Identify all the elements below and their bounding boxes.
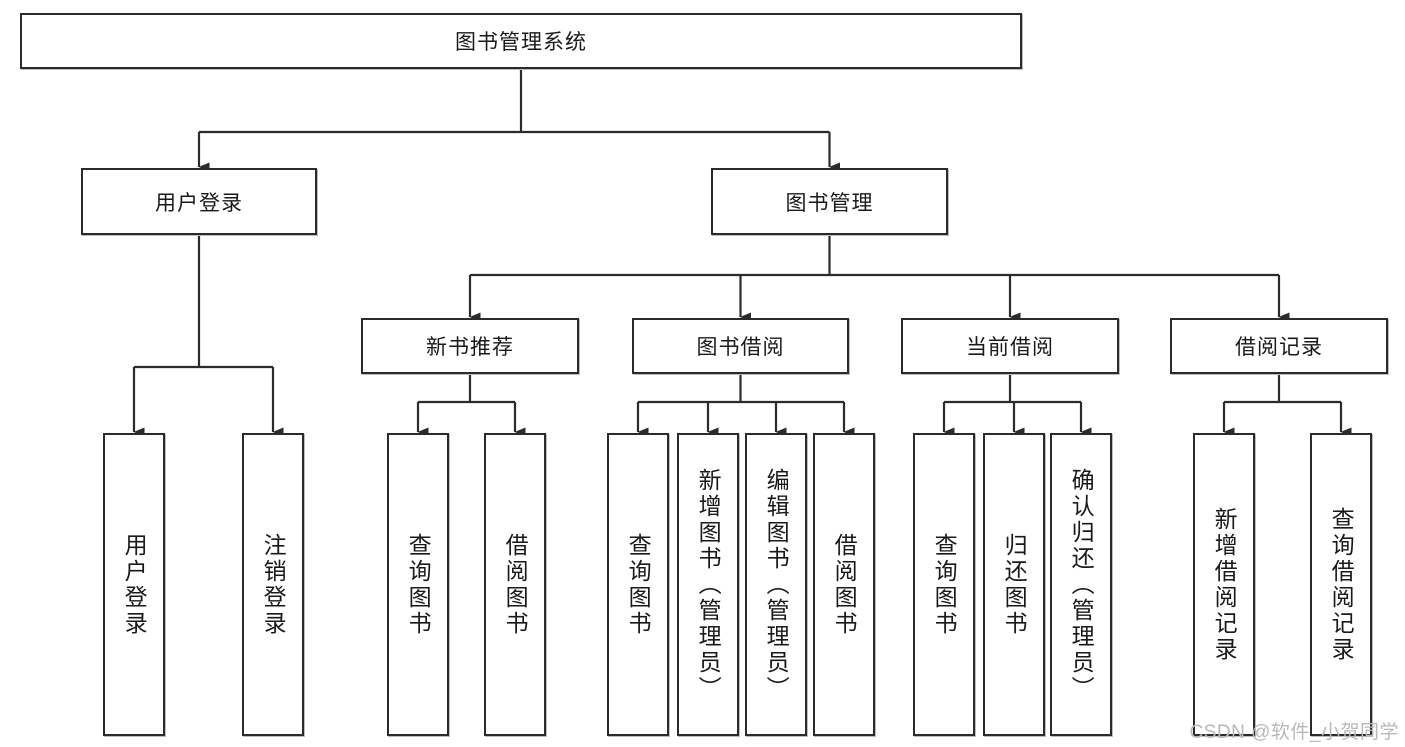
edges [132, 69, 1352, 437]
node-l3_confirm[interactable]: 确认归还（管理员） [1050, 433, 1112, 736]
node-l3_borrowbook1[interactable]: 借阅图书 [484, 433, 546, 736]
node-l3_borrowbook2[interactable]: 借阅图书 [813, 433, 875, 736]
node-label-l3_return: 归还图书 [1001, 532, 1028, 637]
node-l1_login[interactable]: 用户登录 [81, 168, 317, 235]
node-l3_logout[interactable]: 注销登录 [242, 433, 304, 736]
node-label-root: 图书管理系统 [455, 31, 587, 54]
node-label-l3_editbook: 编辑图书（管理员） [763, 467, 790, 702]
node-root[interactable]: 图书管理系统 [20, 13, 1022, 69]
node-l3_addbook[interactable]: 新增图书（管理员） [677, 433, 739, 736]
node-label-l2_current: 当前借阅 [966, 336, 1054, 359]
node-label-l3_addrecord: 新增借阅记录 [1211, 506, 1238, 663]
node-label-l3_query2: 查询图书 [625, 532, 652, 637]
node-l3_userlogin[interactable]: 用户登录 [103, 433, 165, 736]
node-l3_queryrecord[interactable]: 查询借阅记录 [1310, 433, 1372, 736]
node-label-l3_queryrecord: 查询借阅记录 [1328, 506, 1355, 663]
node-label-l2_newrec: 新书推荐 [426, 336, 514, 359]
node-l3_editbook[interactable]: 编辑图书（管理员） [745, 433, 807, 736]
node-label-l1_books: 图书管理 [785, 191, 874, 215]
node-label-l1_login: 用户登录 [155, 191, 243, 215]
node-label-l3_borrowbook1: 借阅图书 [502, 532, 529, 637]
csdn-watermark: CSDN @软件_小贺同学 [1189, 722, 1399, 743]
node-l3_query3[interactable]: 查询图书 [913, 433, 975, 736]
node-l3_return[interactable]: 归还图书 [983, 433, 1045, 736]
node-l3_query2[interactable]: 查询图书 [607, 433, 669, 736]
node-l2_records[interactable]: 借阅记录 [1170, 318, 1388, 374]
node-l3_query1[interactable]: 查询图书 [387, 433, 449, 736]
node-label-l3_userlogin: 用户登录 [121, 532, 148, 637]
node-l2_current[interactable]: 当前借阅 [901, 318, 1119, 374]
node-label-l2_borrow: 图书借阅 [696, 336, 785, 359]
node-label-l3_addbook: 新增图书（管理员） [695, 467, 722, 702]
node-label-l3_query1: 查询图书 [405, 532, 432, 637]
node-l1_books[interactable]: 图书管理 [711, 168, 948, 235]
node-l3_addrecord[interactable]: 新增借阅记录 [1193, 433, 1255, 736]
node-label-l3_confirm: 确认归还（管理员） [1068, 467, 1095, 702]
node-label-l3_borrowbook2: 借阅图书 [831, 532, 858, 637]
node-l2_newrec[interactable]: 新书推荐 [361, 318, 579, 374]
node-label-l2_records: 借阅记录 [1235, 336, 1323, 359]
node-l2_borrow[interactable]: 图书借阅 [632, 318, 849, 374]
node-label-l3_logout: 注销登录 [260, 532, 287, 637]
node-label-l3_query3: 查询图书 [931, 532, 958, 637]
